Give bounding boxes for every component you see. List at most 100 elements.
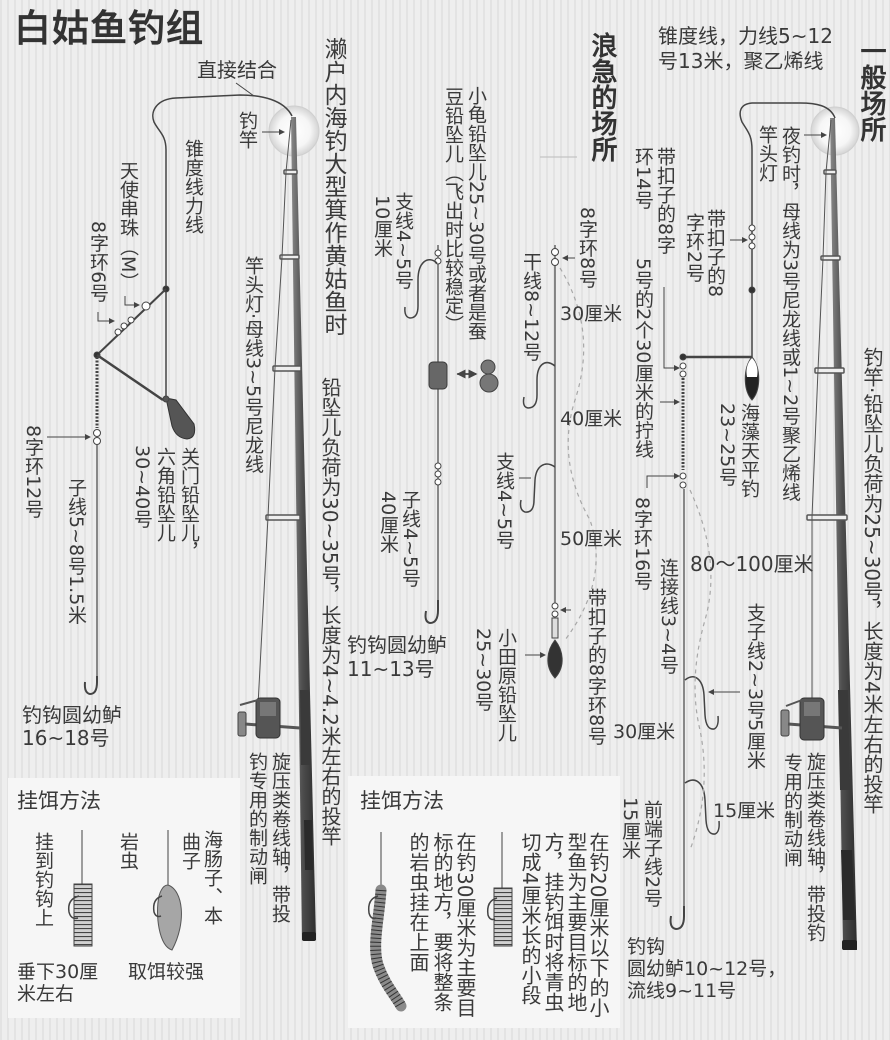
bait-left-caption-b: 取饵较强 [128, 961, 205, 983]
label-swivel-6: 8字环6号 [87, 221, 109, 303]
label-hook-2: 圆幼鲈10~12号， [627, 958, 787, 980]
branch-hook-icon [684, 676, 719, 730]
label-swivel-12: 8字环12号 [22, 425, 44, 519]
label-connector: 连接线3~4号 [657, 558, 679, 675]
label-branch: 支子线2~3号5厘米 [744, 603, 766, 770]
label-branch: 支线4~5号 [493, 452, 515, 550]
setonaikai-rig-line [404, 245, 499, 625]
label-dist-1: 30厘米 [560, 303, 623, 325]
label-rod-light-mainline: 竿头灯·母线3~5号尼龙线 [242, 256, 264, 474]
bait-left-caption-a1: 垂下30厘 [17, 961, 99, 983]
label-leader-len: 40厘米 [377, 491, 399, 554]
odawara-sinker-icon [547, 639, 563, 679]
bait-left-title: 挂饵方法 [17, 789, 101, 813]
heading-general: 一般场所 [856, 38, 886, 142]
bait-left-caption-a2: 米左右 [17, 983, 75, 1005]
bait-right-drawings [367, 832, 513, 1012]
swivel-icon [748, 224, 756, 232]
bait-left-iwamushi: 岩虫 [117, 832, 139, 870]
label-sinker-weight: 25~30号 [472, 628, 494, 712]
label-direct-join: 直接结合 [197, 58, 277, 82]
rod-a [237, 105, 320, 941]
label-snap14-b: 环14号 [632, 147, 654, 210]
bait-left-bait-b: 曲子 [179, 832, 201, 870]
branch-hook-icon [519, 463, 556, 513]
label-rod: 钓竿 [236, 111, 258, 149]
rod-b [780, 106, 860, 950]
label-twisted-line: 5号的2个30厘米的拧线 [632, 258, 654, 459]
label-dist-80-100: 80～100厘米 [690, 552, 814, 576]
bait-right-col-5: 型鱼为主要目标的地 [564, 832, 588, 1012]
label-reel-b: 专用的制动闸 [781, 753, 803, 867]
label-snap-swivel: 带扣子的8字环8号 [585, 588, 607, 746]
measurement-arc [689, 489, 712, 851]
label-sinker-b: 六角铅坠儿 [154, 447, 176, 542]
bait-left-bait-a: 海肠子、本 [201, 830, 223, 925]
bait-right-col-1: 在钓30厘米为主要目 [453, 832, 477, 1018]
hook-icon [669, 906, 685, 931]
hook-icon [67, 895, 80, 920]
label-branch-len: 15厘米 [713, 800, 776, 822]
turtle-sinker-icon [428, 361, 448, 390]
label-leader: 子线4~5号 [399, 490, 421, 588]
label-reel-1: 旋压类卷线轴，带投 [269, 752, 291, 923]
page-title: 白姑鱼钓组 [14, 7, 204, 50]
label-angel-beads: 天使串珠（M） [117, 161, 139, 292]
measurement-arc [559, 267, 597, 641]
hook-icon [367, 895, 379, 920]
hook-icon [83, 676, 98, 696]
label-hook-1: 钓钩 [627, 936, 666, 958]
label-front-leader: 前端子线2号 [641, 800, 663, 908]
label-dist-3: 50厘米 [560, 528, 623, 550]
label-sinker: 小田原铅坠儿 [495, 628, 517, 742]
label-front-len: 15厘米 [619, 797, 641, 860]
hook-icon [424, 600, 439, 625]
label-hook-2: 16~18号 [22, 726, 110, 750]
bean-sinker-icon [480, 359, 496, 375]
branch-hook-icon [522, 361, 556, 409]
swivel-icon [93, 429, 101, 437]
reel-b-icon [780, 697, 843, 741]
hook-icon [152, 895, 163, 918]
reel-a-icon [237, 697, 301, 739]
label-sinker-a: 关门铅坠儿， [178, 447, 200, 561]
label-hook-1: 钓钩圆幼鲈 [22, 703, 122, 727]
bait-panel-left [8, 778, 240, 1018]
heading-rough-water: 浪急的场所 [587, 32, 617, 162]
bait-left-drawings [67, 830, 182, 951]
label-reel-2: 钓专用的制动闸 [246, 752, 268, 885]
whole-worm-bait-icon [370, 884, 407, 1012]
hook-icon [486, 897, 498, 921]
bait-right-col-2: 标的地方，要将整条 [430, 832, 454, 1012]
general-rig-line [646, 102, 836, 931]
bait-right-col-6: 方，挂钓饵时将青虫 [541, 832, 565, 1012]
label-snap14-a: 带扣子的8字 [654, 147, 676, 255]
label-taper-line: 锥度线力线 [182, 139, 204, 234]
label-tenbin-a: 海藻天平钓 [738, 403, 760, 498]
label-hook-2: 11~13号 [347, 657, 435, 681]
angel-bead-icon [141, 301, 151, 311]
label-branch-len: 10厘米 [371, 195, 393, 258]
label-dist-2: 40厘米 [560, 408, 623, 430]
label-sinker-weight: 30~40号 [131, 445, 153, 529]
label-main-line: 干线8~12号 [520, 252, 542, 362]
rough-water-rig-line [519, 156, 597, 679]
bait-right-title: 挂饵方法 [360, 789, 444, 813]
bait-right-col-4: 在钓20厘米以下的小 [586, 832, 610, 1018]
cut-worm-bait-icon [493, 887, 513, 947]
label-rod-spec: 钓竿·铅坠儿负荷为25~30号，长度为4米左右的投竿 [860, 347, 884, 814]
branch-hook-icon [404, 259, 438, 319]
label-snap2-b: 字环2号 [683, 213, 705, 283]
label-hook-3: 流线9~11号 [627, 980, 737, 1002]
label-turtle-sinker: 小龟铅坠儿25~30号或者是蚕 [465, 86, 487, 341]
label-swivel-16: 8字环16号 [631, 497, 653, 591]
label-swivel: 8字环8号 [576, 207, 598, 289]
bait-left-hook-on: 挂到钓钩上 [32, 832, 54, 927]
label-taper-1: 锥度线，力线5~12 [658, 24, 833, 48]
label-rod-spec: 铅坠儿负荷为30~35号，长度为4~4.2米左右的投竿 [318, 377, 342, 846]
sea-worm-bait-icon [157, 884, 182, 951]
label-taper-2: 号13米，聚乙烯线 [658, 49, 824, 73]
label-night-mainline: 夜钓时，母线为3号尼龙线或1~2号聚乙烯线 [779, 126, 801, 502]
label-rod-light: 竿头灯 [756, 125, 778, 182]
